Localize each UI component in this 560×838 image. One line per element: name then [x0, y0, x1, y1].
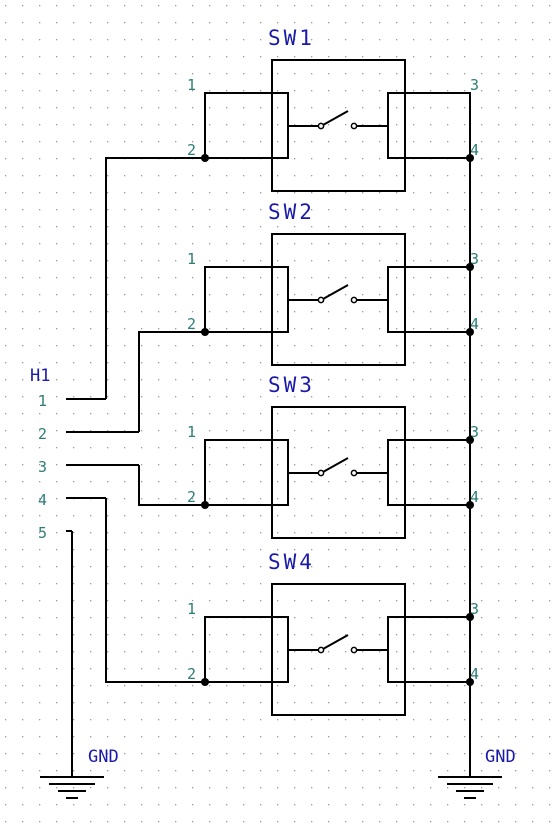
junction-dot	[466, 263, 474, 271]
pin-label: 3	[38, 458, 47, 476]
ground-symbol-right: GND	[438, 747, 516, 799]
pin-label: 4	[470, 665, 479, 683]
switch-contact	[317, 296, 325, 304]
junction-dot	[466, 328, 474, 336]
pin-label: 1	[187, 76, 196, 94]
switch-contact	[350, 296, 358, 304]
left-terminal-wire	[204, 266, 289, 333]
gnd-label: GND	[485, 747, 516, 767]
wire-h1-pin3-sw3	[138, 465, 205, 506]
pin-label: 4	[38, 491, 47, 509]
switch-contact	[350, 469, 358, 477]
pin-label: 4	[470, 488, 479, 506]
switch-sw2[interactable]: SW2 1 2 3 4	[187, 200, 479, 366]
pin-label: 3	[470, 250, 479, 268]
switch-contact	[317, 469, 325, 477]
pin-label: 2	[187, 315, 196, 333]
pin-label: 2	[38, 425, 47, 443]
switch-label: SW4	[268, 550, 315, 574]
junction-dot	[466, 436, 474, 444]
routing-wires	[71, 157, 205, 777]
pin-label: 1	[187, 250, 196, 268]
pin-label: 1	[187, 423, 196, 441]
switch-blade	[322, 634, 349, 650]
junction-dot	[466, 613, 474, 621]
junction-dot	[466, 678, 474, 686]
switch-contact	[350, 646, 358, 654]
switch-contact	[350, 122, 358, 130]
left-terminal-wire	[204, 616, 289, 683]
switch-sw1[interactable]: SW1 1 2 3 4	[187, 26, 479, 192]
wire-h1-pin1-sw1	[105, 157, 205, 399]
right-ground-rail	[466, 93, 474, 777]
switch-body	[271, 59, 406, 192]
switch-label: SW2	[268, 200, 315, 224]
wire-h1-pin2-sw2	[138, 331, 205, 432]
pin-label: 3	[470, 600, 479, 618]
pin-label: 3	[470, 76, 479, 94]
pin-label: 4	[470, 315, 479, 333]
switch-contact	[317, 646, 325, 654]
ground-symbol-left: GND	[40, 747, 119, 799]
switch-blade	[322, 284, 349, 300]
header-label: H1	[30, 366, 50, 386]
switch-label: SW3	[268, 373, 315, 397]
switch-contact	[317, 122, 325, 130]
switch-body	[271, 233, 406, 366]
switch-sw4[interactable]: SW4 1 2 3 4	[187, 550, 479, 716]
switch-label: SW1	[268, 26, 315, 50]
junction-dot	[466, 154, 474, 162]
switch-blade	[322, 457, 349, 473]
wire-h1-pin4-sw4	[105, 498, 205, 683]
pin-label: 1	[187, 600, 196, 618]
switch-blade	[322, 110, 349, 126]
pin-label: 2	[187, 488, 196, 506]
header-h1[interactable]: H1 1 2 3 4 5	[30, 366, 139, 542]
pin-label: 1	[38, 392, 47, 410]
pin-label: 2	[187, 141, 196, 159]
pin-label: 3	[470, 423, 479, 441]
switch-body	[271, 406, 406, 539]
switch-body	[271, 583, 406, 716]
gnd-label: GND	[88, 747, 119, 767]
pin-label: 2	[187, 665, 196, 683]
pin-label: 5	[38, 524, 47, 542]
switch-sw3[interactable]: SW3 1 2 3 4	[187, 373, 479, 539]
pin-label: 4	[470, 141, 479, 159]
left-terminal-wire	[204, 439, 289, 506]
junction-dot	[466, 501, 474, 509]
left-terminal-wire	[204, 92, 289, 159]
